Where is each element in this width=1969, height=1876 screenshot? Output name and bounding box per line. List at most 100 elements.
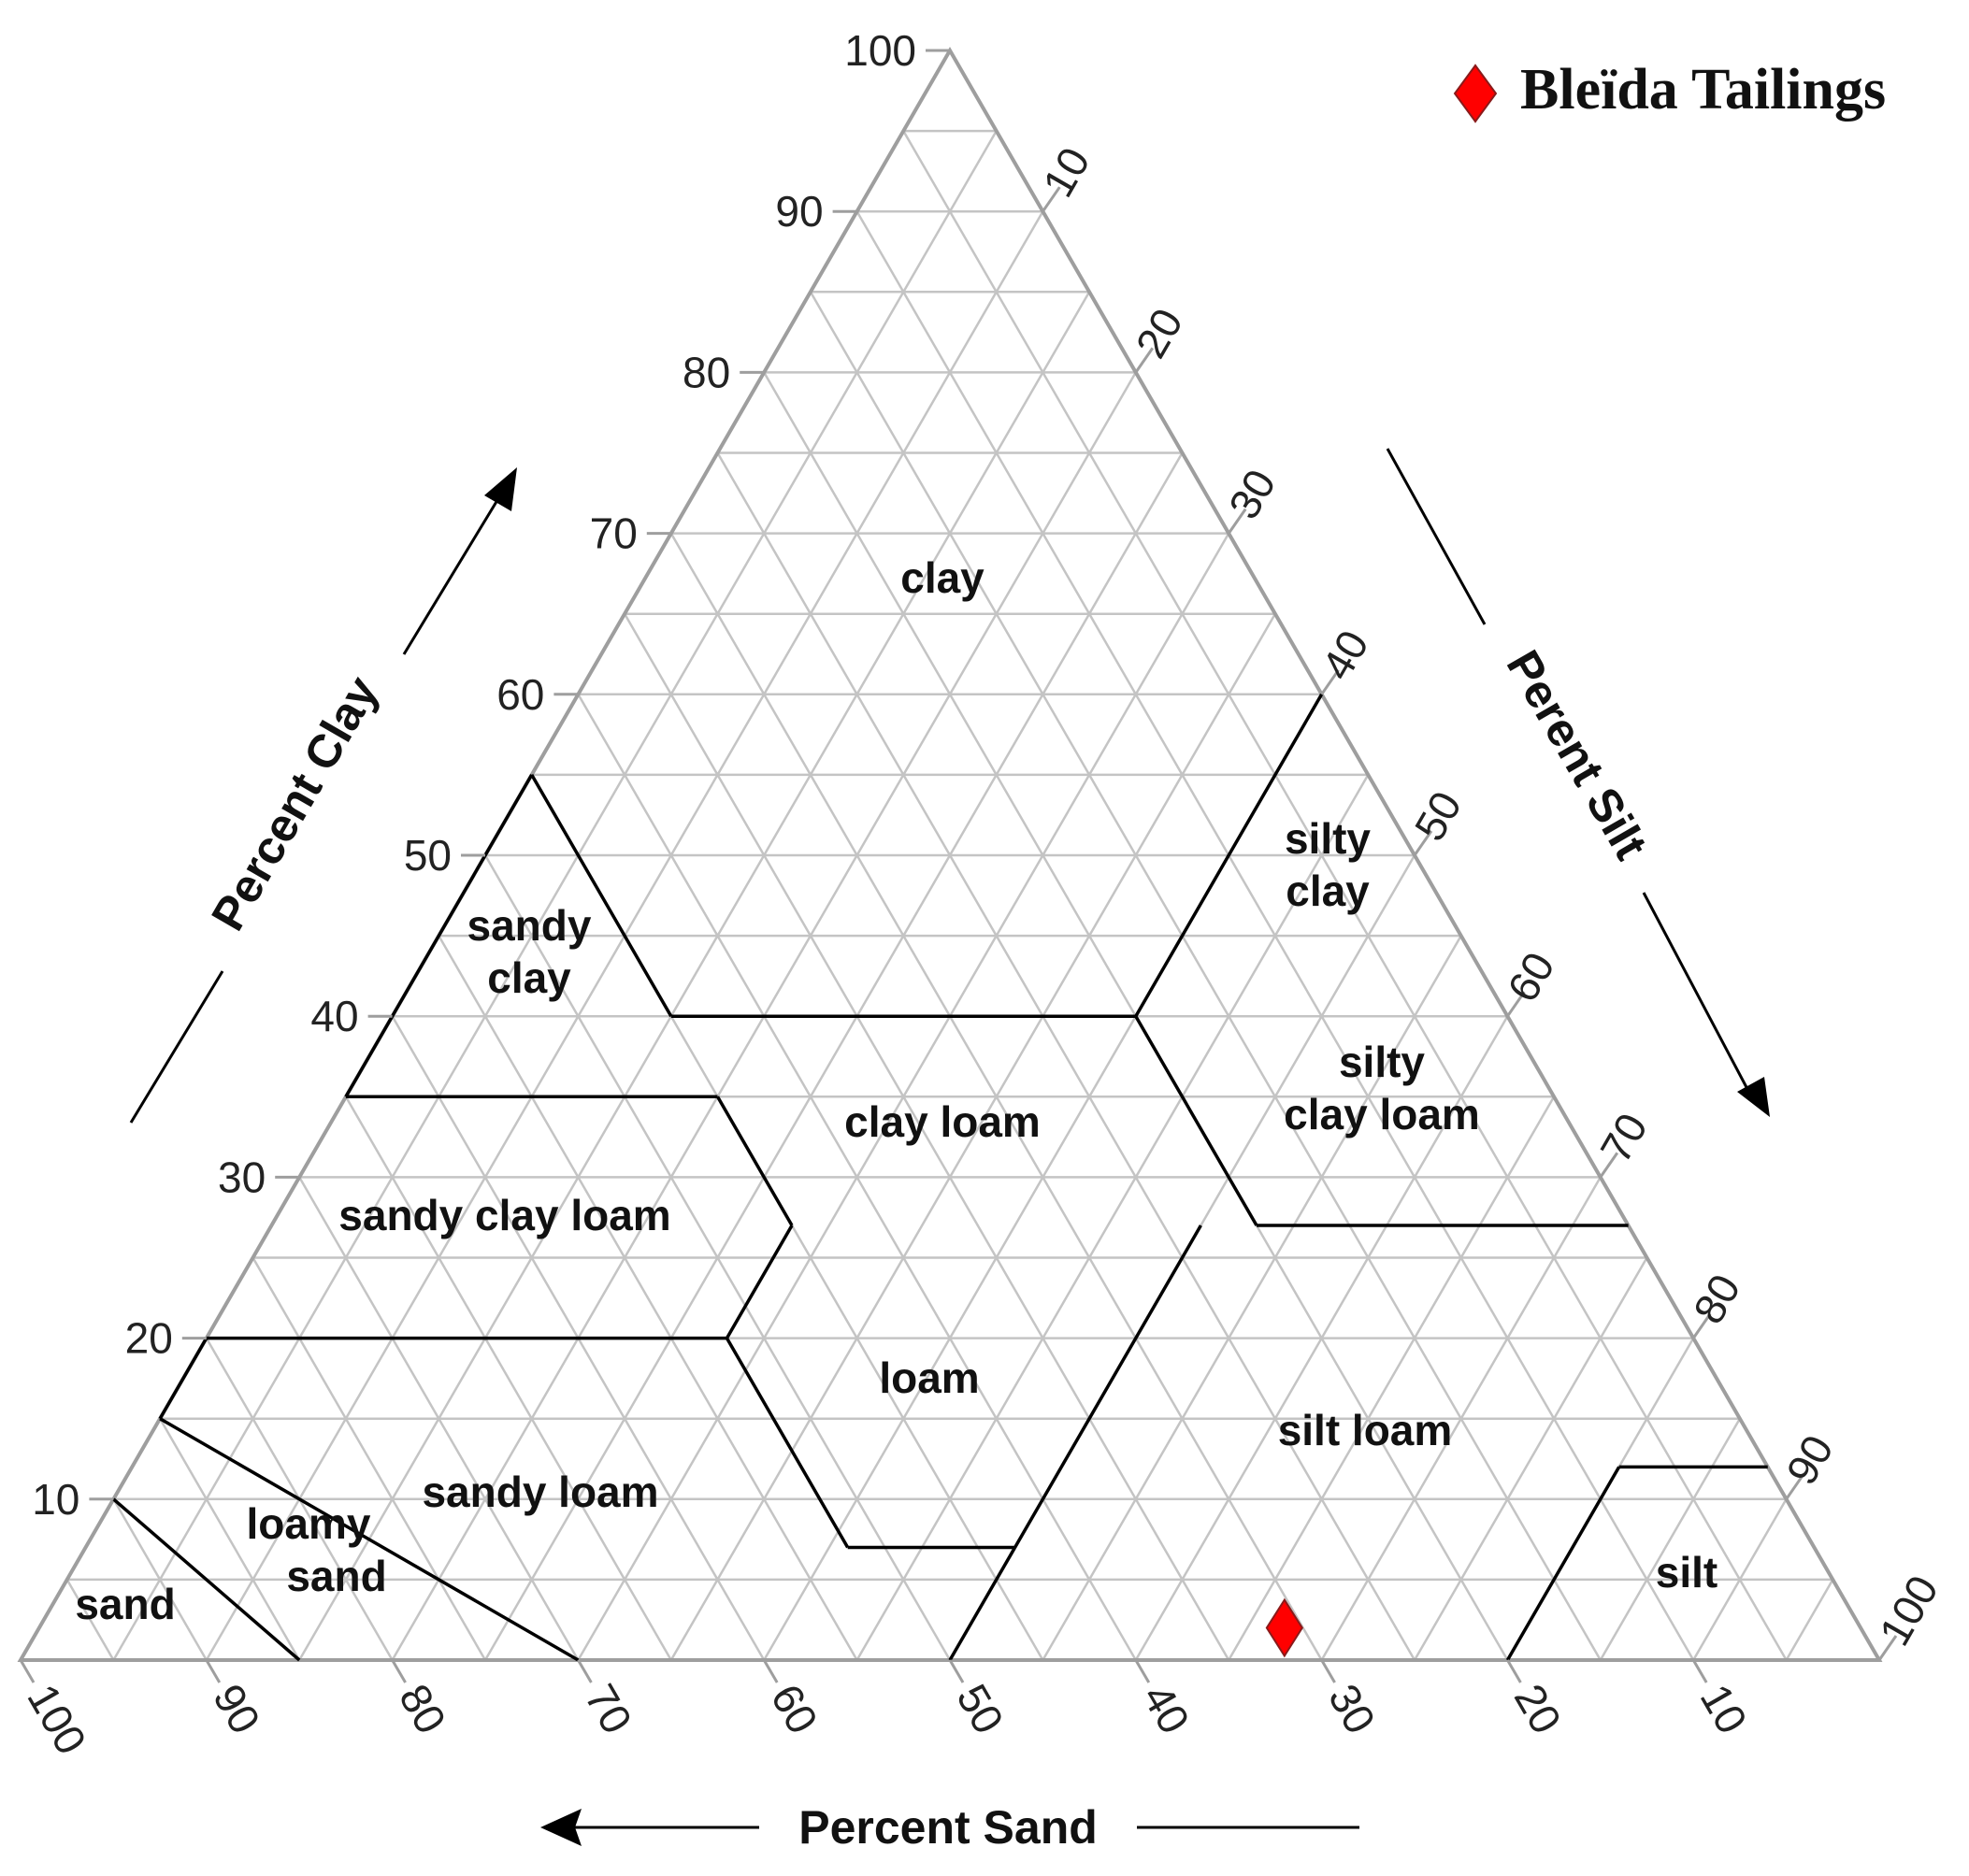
clay-axis-title: Percent Clay xyxy=(201,667,388,939)
clay-tick-label: 20 xyxy=(125,1314,173,1363)
sand-tick-label: 90 xyxy=(204,1676,270,1741)
silt-tick-mark xyxy=(1506,991,1526,1018)
silt-tick-mark xyxy=(1042,186,1061,213)
clay-tick-label: 10 xyxy=(32,1475,79,1524)
sand-tick-label: 100 xyxy=(18,1676,95,1762)
sand-tick-label: 40 xyxy=(1133,1676,1200,1741)
clay-tick-label: 90 xyxy=(775,187,823,236)
texture-class-boundaries xyxy=(112,693,1768,1662)
region-label-loam: loam xyxy=(879,1353,979,1402)
grid-line-sand-70 xyxy=(298,1176,580,1661)
silt-tick-label: 70 xyxy=(1590,1105,1657,1170)
silt-axis-arrowhead-icon xyxy=(1737,1077,1770,1117)
class-boundary-17 xyxy=(1505,1466,1621,1661)
clay-tick-label: 100 xyxy=(844,26,916,75)
grid-line-sand-5 xyxy=(902,130,1788,1661)
region-label-silt: silt xyxy=(1656,1548,1717,1597)
class-boundary-5 xyxy=(1134,1015,1258,1226)
grid-line-silt-75 xyxy=(1413,1256,1648,1661)
grid-line-silt-5 xyxy=(112,130,998,1661)
legend-label: Bleïda Tailings xyxy=(1520,58,1886,122)
sand-tick-label: 80 xyxy=(390,1676,456,1741)
silt-tick-mark xyxy=(1785,1473,1804,1500)
grid-line-sand-95 xyxy=(65,1579,115,1661)
region-label-sand: sand xyxy=(75,1580,175,1628)
sand-axis-arrowhead-icon xyxy=(540,1809,582,1846)
data-point-diamond-marker xyxy=(1265,1597,1304,1658)
sand-tick-label: 30 xyxy=(1319,1676,1386,1741)
grid-line-silt-35 xyxy=(669,613,1276,1661)
silt-tick-label: 30 xyxy=(1219,461,1286,526)
class-boundary-15 xyxy=(159,1417,580,1662)
silt-tick-mark xyxy=(1227,508,1247,535)
clay-axis-arrowhead-icon xyxy=(484,467,517,511)
grid-line-sand-55 xyxy=(438,935,858,1661)
class-boundary-1 xyxy=(530,774,673,1018)
silt-axis-arrow-upper-line xyxy=(1386,448,1487,625)
sand-tick-mark xyxy=(19,1659,36,1683)
grid-line-silt-25 xyxy=(483,451,1184,1661)
grid-line-sand-75 xyxy=(252,1256,487,1661)
grid-line-silt-90 xyxy=(1692,1498,1788,1661)
region-label-sandy-clay: sandy xyxy=(467,901,592,950)
class-boundary-8 xyxy=(725,1224,794,1339)
grid-line-silt-85 xyxy=(1599,1418,1741,1661)
silt-tick-mark xyxy=(1134,347,1155,374)
region-label-silty-clay: silty xyxy=(1285,814,1371,863)
class-boundary-0 xyxy=(344,774,534,1098)
silt-tick-label: 50 xyxy=(1405,783,1472,849)
grid-line-silt-45 xyxy=(855,774,1370,1661)
sand-tick-mark xyxy=(762,1659,779,1683)
silt-tick-label: 80 xyxy=(1684,1266,1750,1331)
grid-line-silt-70 xyxy=(1320,1176,1602,1661)
silt-tick-mark xyxy=(1413,830,1433,856)
grid-line-silt-55 xyxy=(1042,935,1462,1661)
silt-tick-mark xyxy=(1599,1152,1619,1179)
region-label-silty-clay-loam: clay loam xyxy=(1284,1090,1480,1138)
grid-line-silt-60 xyxy=(1134,1015,1509,1661)
class-boundary-7 xyxy=(715,1096,794,1226)
region-label-clay: clay xyxy=(900,553,984,602)
silt-tick-label: 100 xyxy=(1870,1568,1947,1654)
region-label-silty-clay: clay xyxy=(1286,866,1370,915)
grid-line-sand-65 xyxy=(344,1096,672,1661)
grid-line-sand-50 xyxy=(483,854,952,1661)
region-label-sandy-loam: sandy loam xyxy=(422,1468,658,1516)
grid-line-sand-90 xyxy=(112,1498,208,1661)
class-boundary-11 xyxy=(725,1337,850,1549)
silt-axis-title: Perent Silt xyxy=(1497,641,1658,867)
clay-tick-label: 80 xyxy=(683,348,730,396)
sand-tick-label: 70 xyxy=(576,1676,642,1741)
region-label-clay-loam: clay loam xyxy=(844,1097,1041,1146)
sand-tick-label: 60 xyxy=(762,1676,828,1741)
grid-line-sand-25 xyxy=(716,451,1416,1661)
grid-line-silt-95 xyxy=(1785,1579,1834,1661)
clay-tick-label: 30 xyxy=(218,1153,266,1201)
sand-tick-label: 50 xyxy=(947,1676,1013,1741)
sand-tick-label: 20 xyxy=(1505,1676,1572,1741)
sand-axis-title: Percent Sand xyxy=(798,1801,1098,1854)
clay-tick-label: 50 xyxy=(404,831,452,880)
grid-line-sand-85 xyxy=(159,1418,301,1661)
sand-tick-mark xyxy=(1691,1659,1708,1683)
class-boundary-14 xyxy=(1013,1224,1202,1549)
grid-line-silt-65 xyxy=(1228,1096,1556,1661)
sand-tick-mark xyxy=(1134,1659,1151,1683)
sand-axis-title-group: Percent Sand xyxy=(540,1801,1359,1854)
silt-tick-mark xyxy=(1320,668,1340,695)
grid-line-sand-15 xyxy=(809,291,1602,1661)
silt-tick-mark xyxy=(1877,1635,1898,1661)
silt-tick-label: 40 xyxy=(1312,622,1378,687)
region-label-sandy-clay: clay xyxy=(487,953,571,1002)
sand-tick-mark xyxy=(205,1659,222,1683)
legend-diamond-marker-icon xyxy=(1453,64,1498,123)
silt-tick-label: 90 xyxy=(1776,1426,1843,1492)
silt-tick-label: 20 xyxy=(1126,300,1192,365)
class-boundary-4 xyxy=(1134,693,1324,1018)
class-boundary-16 xyxy=(112,1497,301,1662)
class-boundary-10 xyxy=(158,1337,208,1420)
clay-tick-label: 70 xyxy=(590,509,638,558)
clay-tick-label: 40 xyxy=(310,992,358,1040)
